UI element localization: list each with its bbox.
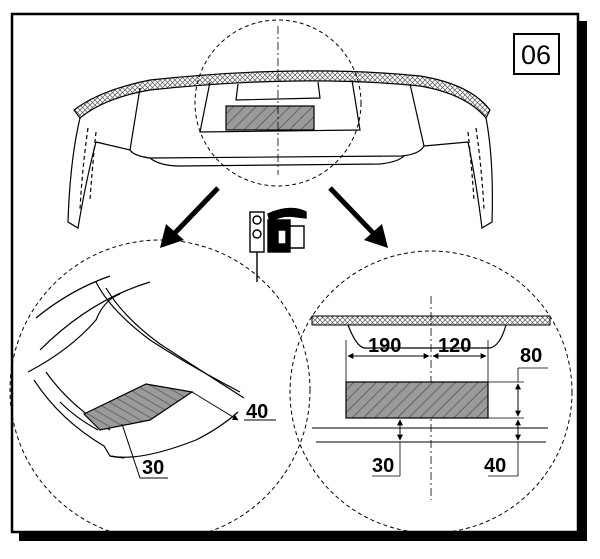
magnifier-circle-right <box>289 250 573 534</box>
pointing-arrow-left-icon <box>160 186 220 248</box>
bumper-overview <box>67 70 493 229</box>
left-dim-bottom-offset: 30 <box>142 457 164 479</box>
right-dim-height: 80 <box>520 345 542 367</box>
right-dim-width-left: 190 <box>368 335 401 357</box>
magnifier-circle-top <box>194 19 362 187</box>
step-number-box: 06 <box>513 33 560 75</box>
right-target-area <box>345 381 489 419</box>
right-dim-bottom-offset-right: 40 <box>484 455 506 477</box>
left-target-area <box>82 383 194 431</box>
right-detail: 190 120 80 40 30 <box>289 250 573 534</box>
pointing-arrow-right-icon <box>328 186 388 248</box>
right-dim-bottom-offset-left: 30 <box>372 455 394 477</box>
left-detail: 40 30 <box>9 239 311 541</box>
right-dim-width-right: 120 <box>438 335 471 357</box>
bumper-target-area <box>225 105 315 131</box>
applicator-tool-icon <box>249 207 307 282</box>
magnifier-circle-left <box>9 239 311 541</box>
step-number: 06 <box>521 40 551 70</box>
left-dim-edge-offset: 40 <box>246 401 268 423</box>
